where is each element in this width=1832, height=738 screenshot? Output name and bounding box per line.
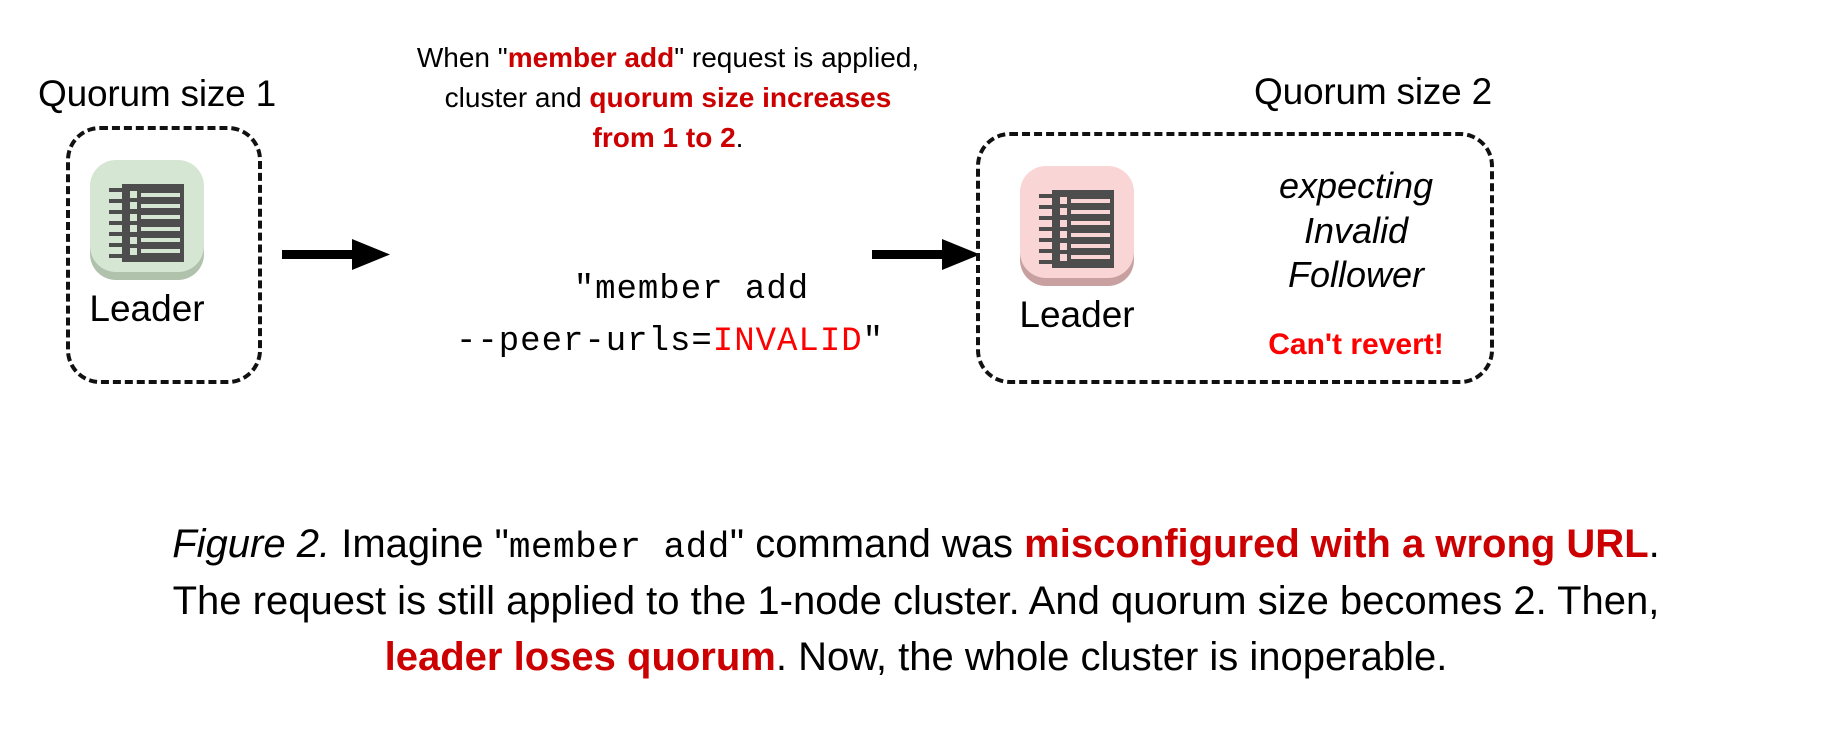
left-node-label: Leader [89, 288, 205, 329]
arrow-right-icon-right [872, 238, 982, 277]
command-line-2-prefix: --peer-urls= [455, 323, 713, 362]
cant-revert-warning: Can't revert! [1268, 328, 1444, 361]
right-cluster-boundary [976, 132, 1494, 384]
right-node-label: Leader [1019, 294, 1135, 335]
caption-emph-1: misconfigured with a wrong URL [1024, 522, 1649, 566]
right-leader-node: Leader [1016, 158, 1138, 333]
status-line-2: Invalid [1303, 209, 1409, 251]
arrow-right-icon-left [282, 238, 392, 277]
icon-tile [1020, 166, 1134, 278]
ledger-rings [109, 188, 124, 258]
command-text: "member add --peer-urls=INVALID" [420, 212, 920, 368]
annotation-emph-2: quorum size increases [589, 82, 892, 114]
ledger-icon [1016, 158, 1138, 286]
caption-label: Figure 2. [172, 522, 331, 566]
left-cluster-title: Quorum size 1 [38, 73, 276, 114]
ledger-body [1039, 190, 1114, 268]
caption-text-5: . Now, the whole cluster is inoperable. [775, 635, 1448, 680]
figure-caption: Figure 2. Imagine "member add" command w… [42, 516, 1790, 685]
caption-text-3: . [1648, 522, 1660, 566]
icon-tile [90, 160, 204, 272]
annotation-part-1: When " [416, 42, 508, 73]
ledger-rings [1039, 194, 1054, 264]
command-invalid-token: INVALID [712, 323, 863, 362]
caption-emph-2: leader loses quorum [384, 635, 776, 680]
ledger-body [109, 184, 184, 262]
right-cluster-title: Quorum size 2 [1254, 71, 1492, 112]
left-cluster-boundary [66, 126, 262, 384]
command-line-1: "member add [573, 271, 810, 310]
command-line-2-suffix: " [862, 323, 885, 362]
annotation-part-2: " request is applied, [674, 42, 920, 73]
caption-text-1: Imagine " [330, 522, 509, 566]
left-leader-node: Leader [86, 152, 208, 327]
annotation-part-4: . [735, 122, 744, 154]
annotation-emph-1: member add [507, 42, 675, 73]
caption-code-1: member add [508, 527, 730, 568]
ledger-rows [130, 191, 180, 255]
ledger-icon [86, 152, 208, 280]
annotation-text: When "member add" request is applied, cl… [348, 38, 988, 158]
caption-text-4: The request is still applied to the 1-no… [172, 579, 1660, 624]
ledger-rows [1060, 197, 1110, 261]
caption-text-2: " command was [729, 522, 1025, 566]
annotation-emph-3: from 1 to 2 [592, 122, 736, 154]
annotation-part-3: cluster and [444, 82, 590, 114]
follower-status-text: expecting Invalid Follower [1236, 164, 1476, 298]
status-line-1: expecting [1278, 165, 1434, 206]
status-line-3: Follower [1287, 254, 1425, 296]
